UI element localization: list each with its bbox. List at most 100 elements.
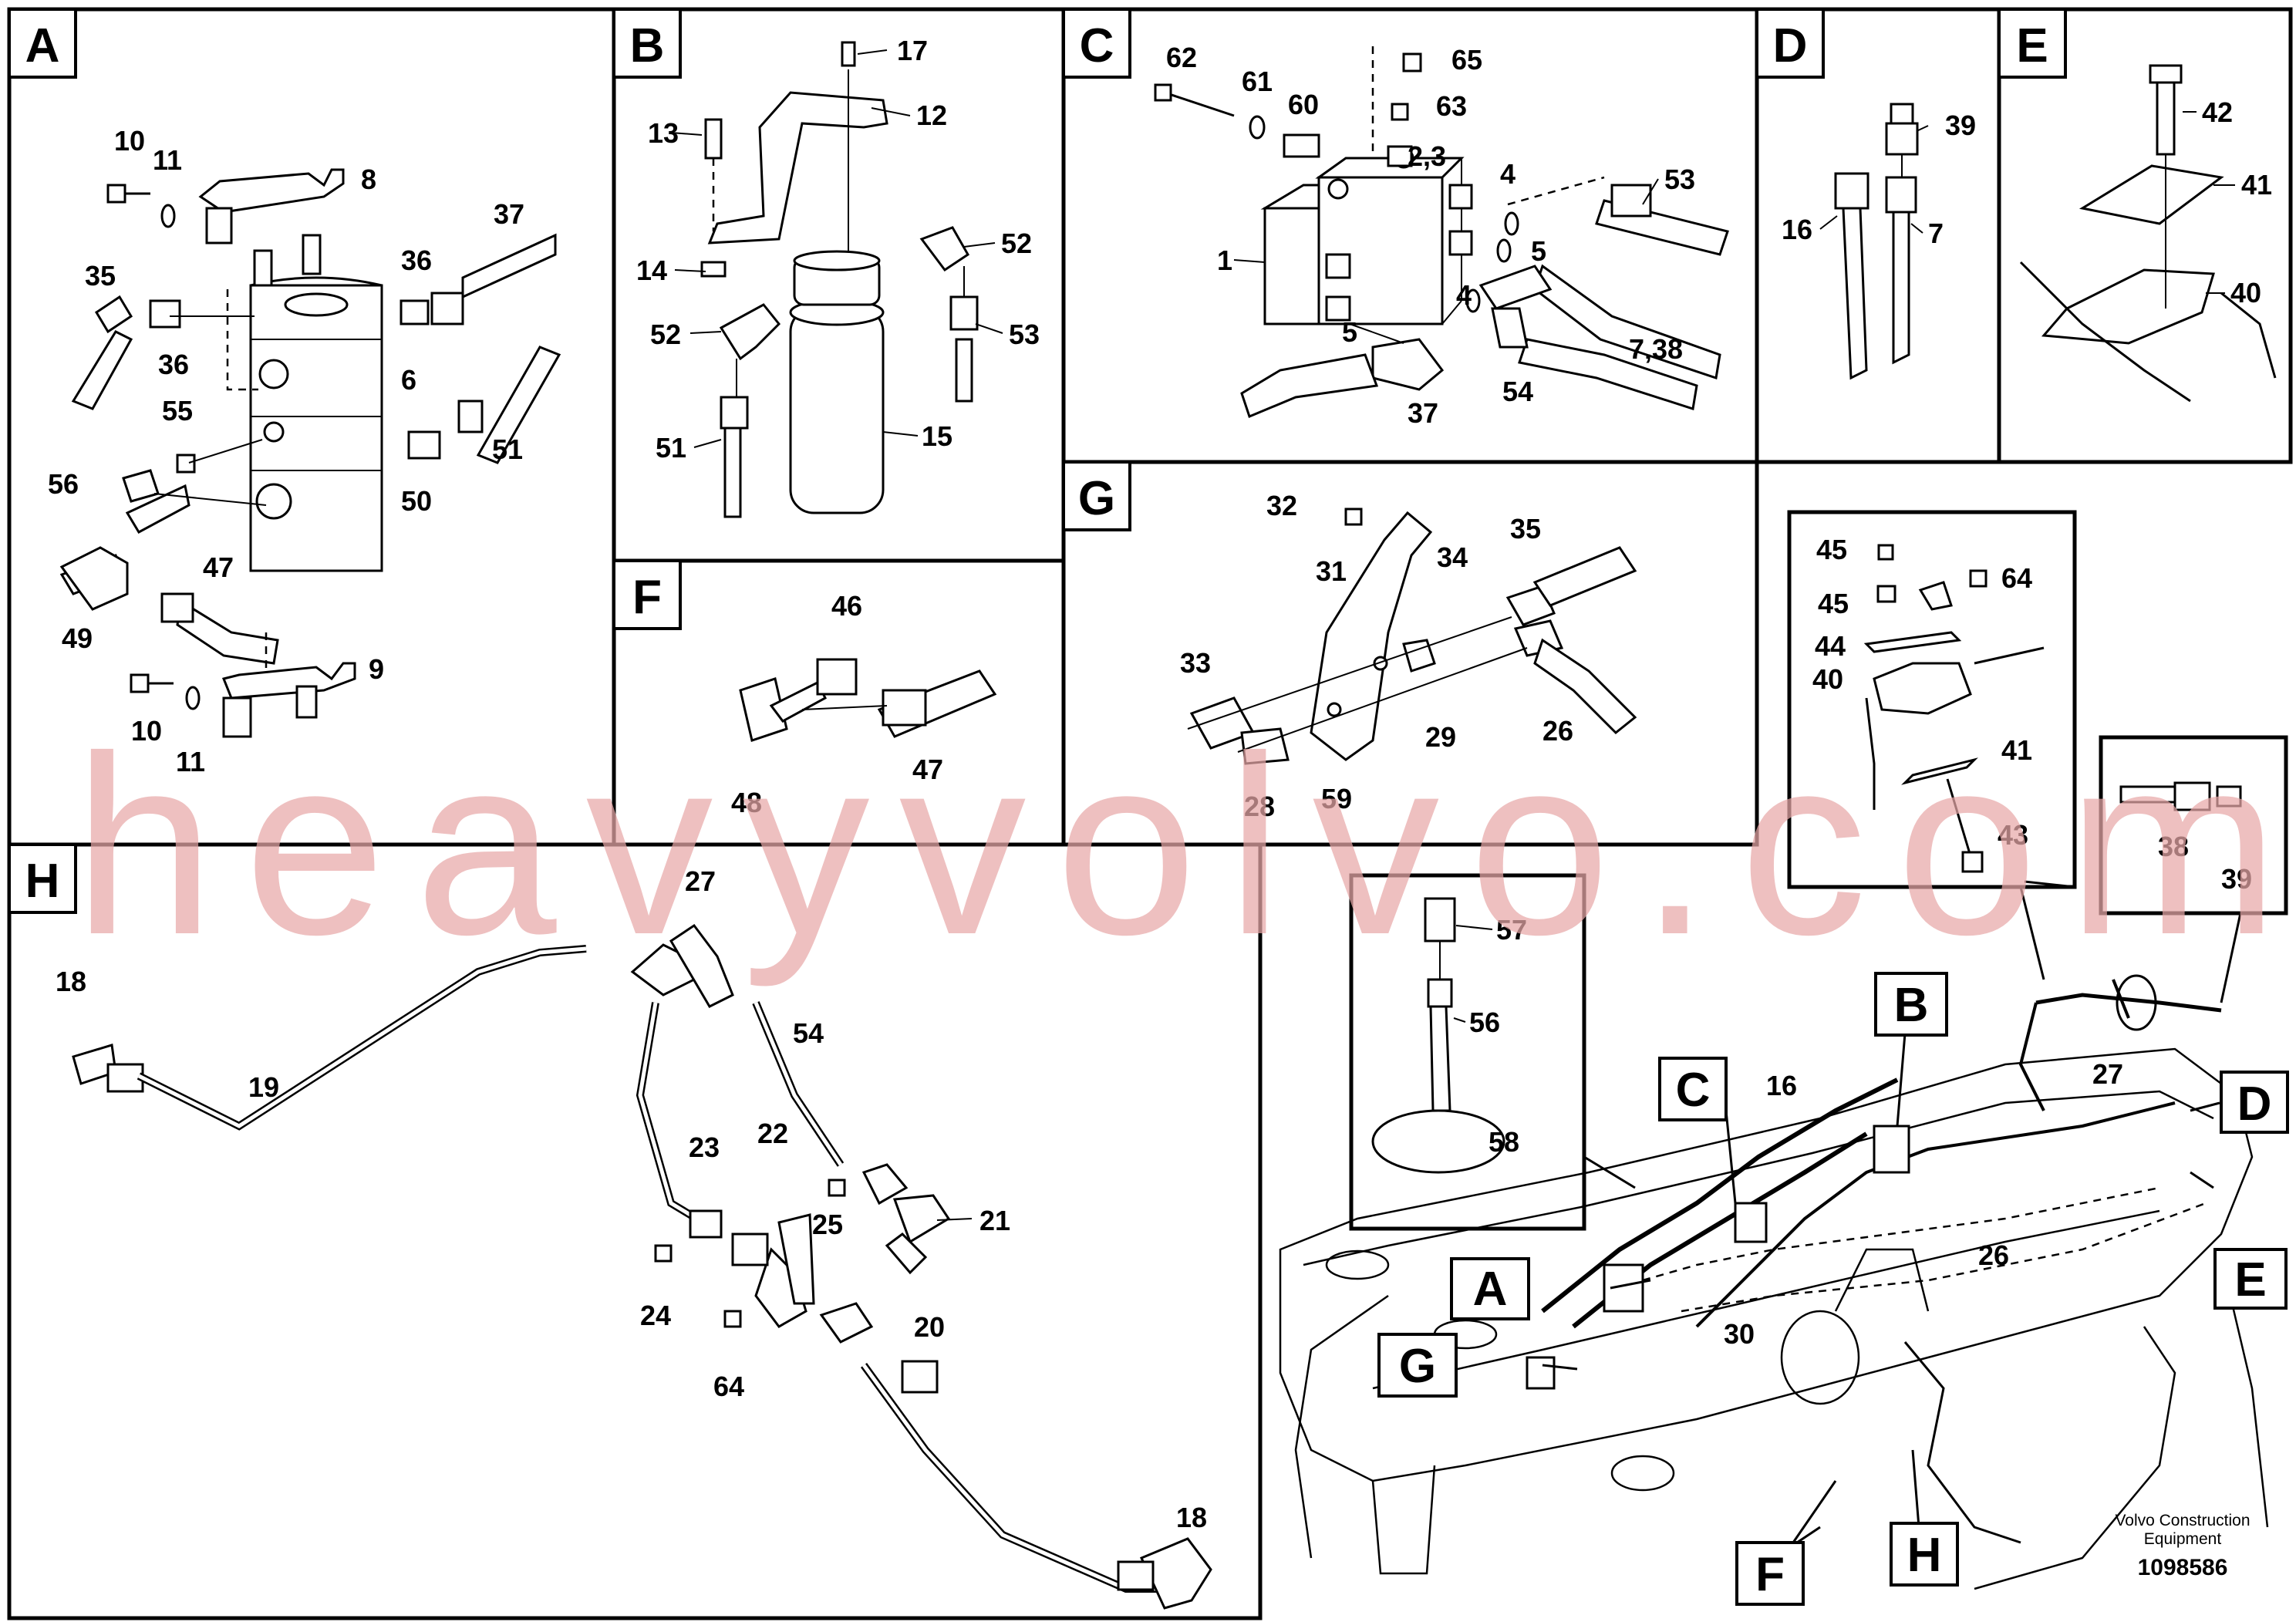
panel-tag-c: C [1062,8,1131,79]
watermark: heavyvolvo.com [73,703,2296,989]
panel-tag-d: D [1755,8,1825,79]
part-label: 65 [1451,44,1482,76]
overview-callout-d: D [2220,1071,2289,1134]
part-label: 63 [1436,90,1467,122]
overview-callout-g: G [1377,1333,1458,1398]
panel-tag-h: H [8,843,77,914]
panel-tag-b: B [612,8,682,79]
part-label: 34 [1437,541,1468,573]
part-label: 51 [656,432,686,464]
part-label: 33 [1180,647,1211,679]
part-label: 24 [640,1300,671,1331]
part-label: 40 [2230,277,2261,309]
part-label: 56 [48,468,79,500]
svg-text:C: C [1676,1064,1711,1117]
part-label: 4 [1456,279,1472,311]
panel-d-drawing [1834,103,1919,380]
part-label: 52 [650,319,681,350]
svg-text:E: E [2016,19,2048,73]
part-label: 41 [2001,734,2032,766]
panel-tag-a: A [8,8,77,79]
overview-callout-b: B [1874,972,1948,1037]
part-label: 58 [1489,1126,1519,1158]
svg-text:F: F [1755,1548,1785,1601]
labels-panel-c: 62 61 60 65 63 2,3 53 4 5 1 4 5 7,38 54 … [1166,42,1695,429]
part-label: 45 [1818,588,1849,619]
part-label: 7,38 [1629,333,1683,365]
brand-line-1: Volvo Construction [2115,1512,2250,1529]
part-label: 42 [2202,96,2233,128]
part-label: 39 [2221,863,2252,895]
part-label: 36 [401,244,432,276]
panel-e-drawing [2019,64,2277,403]
part-label: 54 [793,1017,824,1049]
labels-overview: 16 27 26 30 [1724,1058,2123,1350]
part-label: 35 [1510,513,1541,545]
part-label: 27 [685,865,716,897]
part-label: 1 [1217,244,1232,276]
svg-text:A: A [1473,1263,1508,1316]
part-label: 41 [2241,169,2272,201]
part-label: 45 [1816,534,1847,565]
panel-frames [7,7,2293,1620]
labels-panel-e: 42 41 40 [2202,96,2272,309]
part-label: 44 [1815,630,1846,662]
svg-text:C: C [1080,19,1114,73]
panel-a-drawing [59,168,561,738]
panel-c-drawing [1154,46,1729,419]
svg-text:H: H [25,855,60,908]
part-label: 27 [2092,1058,2123,1090]
part-label: 28 [1244,791,1275,822]
part-label: 11 [176,746,205,777]
labels-detail-hose: 57 56 58 [1469,914,1527,1158]
part-label: 29 [1425,721,1456,753]
part-label: 48 [731,787,762,818]
part-label: 32 [1266,490,1297,521]
labels-detail-clamp: 45 64 45 44 40 41 43 [1812,534,2032,851]
part-label: 11 [153,144,182,176]
part-label: 26 [1978,1239,2009,1271]
overview-callout-a: A [1450,1257,1530,1320]
part-label: 39 [1945,110,1976,141]
part-label: 19 [248,1071,279,1103]
labels-detail-fitting: 38 39 [2158,831,2252,895]
part-label: 15 [922,420,952,452]
part-label: 56 [1469,1007,1500,1038]
svg-text:G: G [1399,1340,1436,1393]
part-label: 57 [1496,914,1527,946]
part-label: 64 [713,1371,744,1402]
panel-h-drawing [72,923,1212,1610]
part-label: 26 [1542,715,1573,747]
part-label: 50 [401,485,432,517]
part-label: 40 [1812,663,1843,695]
panel-b-drawing [700,41,979,518]
overview-callout-c: C [1658,1057,1728,1121]
panel-tag-f: F [612,559,682,630]
part-label: 5 [1531,235,1546,267]
part-label: 37 [1408,397,1438,429]
part-label: 30 [1724,1318,1755,1350]
part-label: 10 [131,715,162,747]
part-label: 10 [114,125,145,157]
part-label: 18 [56,966,86,997]
part-label: 36 [158,349,189,380]
detail-fitting-drawing [2119,781,2242,811]
svg-text:D: D [2237,1077,2272,1131]
part-label: 59 [1321,783,1352,814]
part-label: 18 [1176,1502,1207,1533]
part-label: 35 [85,260,116,292]
part-label: 7 [1928,218,1944,249]
part-label: 53 [1009,319,1040,350]
part-label: 64 [2001,562,2032,594]
part-label: 12 [916,99,947,131]
leader-lines [670,49,2279,1221]
part-label: 4 [1500,158,1515,190]
panel-g-drawing [1187,508,1637,765]
labels-panel-a: 10 11 8 37 35 36 36 6 55 56 50 51 49 47 … [48,125,524,777]
part-label: 16 [1782,214,1812,245]
panel-tags: A B C D E F G H [8,8,2067,914]
overview-callout-f: F [1735,1541,1805,1606]
part-label: 47 [912,754,943,785]
panel-tag-g: G [1062,460,1131,531]
